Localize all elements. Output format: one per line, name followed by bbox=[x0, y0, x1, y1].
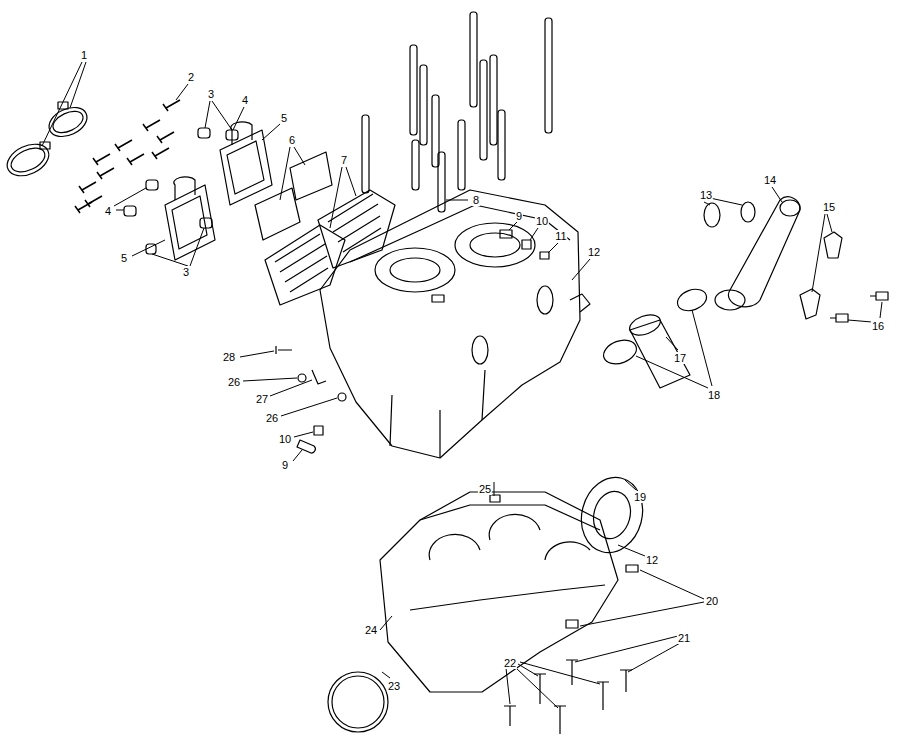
bolt bbox=[504, 565, 638, 734]
callout-number: 1 bbox=[80, 49, 88, 61]
reed-cage bbox=[265, 190, 395, 305]
callout-number: 24 bbox=[364, 624, 378, 636]
callout-number: 21 bbox=[677, 632, 691, 644]
hose-clamp bbox=[2, 102, 91, 182]
callout-number: 6 bbox=[288, 134, 296, 146]
callout-number: 16 bbox=[871, 320, 885, 332]
callout-number: 7 bbox=[340, 154, 348, 166]
coolant-parts bbox=[704, 197, 888, 322]
callout-number: 25 bbox=[478, 483, 492, 495]
callout-number: 8 bbox=[472, 194, 480, 206]
callout-number: 27 bbox=[255, 393, 269, 405]
o-ring bbox=[328, 672, 388, 732]
hose bbox=[600, 285, 709, 388]
callout-number: 10 bbox=[278, 433, 292, 445]
callout-number: 19 bbox=[633, 491, 647, 503]
callout-number: 3 bbox=[182, 266, 190, 278]
callout-number: 20 bbox=[705, 595, 719, 607]
callout-number: 11 bbox=[554, 230, 567, 242]
callout-number: 4 bbox=[104, 205, 112, 217]
callout-number: 17 bbox=[673, 352, 687, 364]
callout-number: 3 bbox=[207, 88, 215, 100]
callout-number: 22 bbox=[503, 657, 517, 669]
callout-number: 2 bbox=[187, 71, 195, 83]
callout-number: 28 bbox=[222, 351, 236, 363]
callout-number: 4 bbox=[241, 94, 249, 106]
callout-number: 23 bbox=[387, 680, 401, 692]
lower-crankcase bbox=[380, 492, 618, 692]
intake-flange bbox=[165, 122, 272, 260]
callout-number: 13 bbox=[699, 189, 713, 201]
stud bbox=[362, 12, 552, 212]
callout-number: 5 bbox=[120, 252, 128, 264]
leader-line bbox=[42, 62, 882, 708]
upper-crankcase bbox=[320, 190, 590, 458]
callout-number: 18 bbox=[707, 389, 721, 401]
callout-number: 9 bbox=[515, 210, 523, 222]
callout-number: 9 bbox=[281, 459, 289, 471]
callout-number: 26 bbox=[265, 412, 279, 424]
fitting bbox=[276, 230, 549, 453]
callout-number: 10 bbox=[535, 215, 549, 227]
callout-number: 15 bbox=[822, 201, 836, 213]
callout-number: 14 bbox=[763, 174, 777, 186]
callout-number: 12 bbox=[645, 554, 659, 566]
callout-number: 5 bbox=[280, 112, 288, 124]
callout-number: 12 bbox=[587, 246, 601, 258]
callout-number: 26 bbox=[227, 376, 241, 388]
bolt bbox=[75, 100, 180, 213]
